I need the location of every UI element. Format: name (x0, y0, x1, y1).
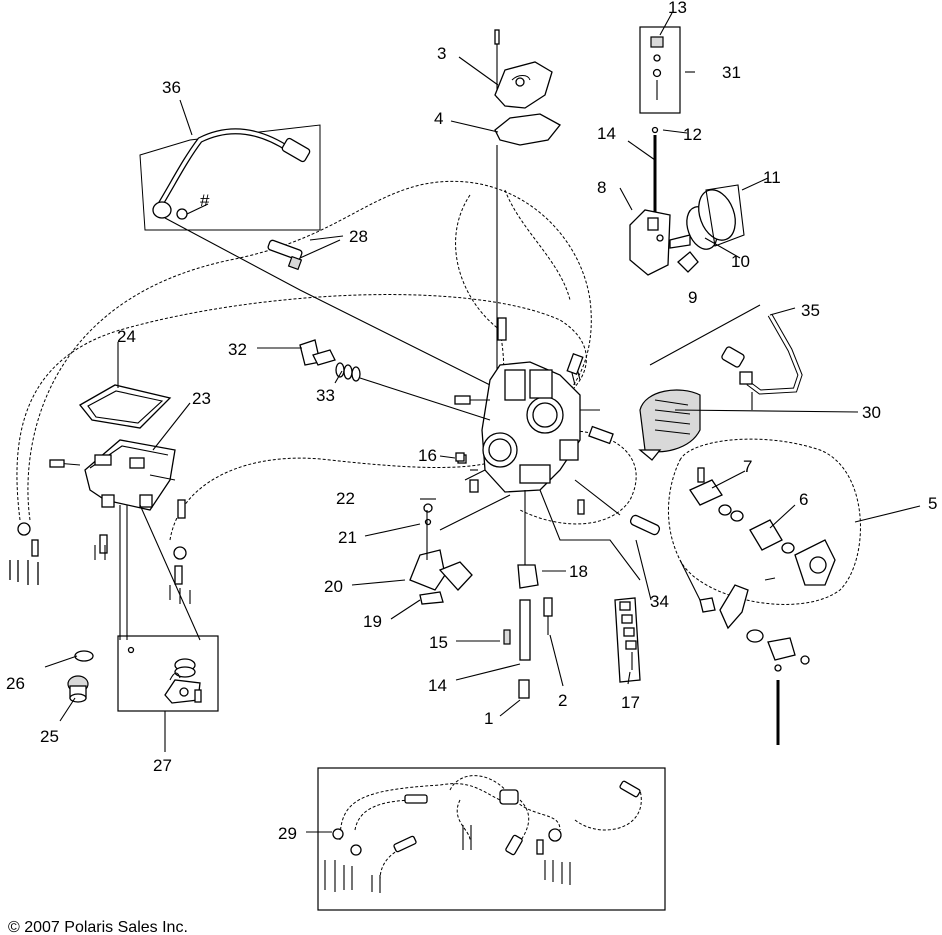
callout-labels: 3 4 36 # 28 24 23 32 33 16 22 21 20 19 1… (6, 0, 937, 843)
callout-26: 26 (6, 674, 25, 693)
callout-28: 28 (349, 227, 368, 246)
callout-13: 13 (668, 0, 687, 17)
hose-kit-29 (317, 767, 666, 911)
callout-15: 15 (429, 633, 448, 652)
throttle-linkage (679, 559, 810, 745)
choke-plunger-19-22 (409, 494, 511, 605)
callout-32: 32 (228, 340, 247, 359)
leader-lines (44, 12, 921, 833)
callout-18: 18 (569, 562, 588, 581)
float-kit-27 (117, 635, 219, 712)
callout-6: 6 (799, 490, 808, 509)
callout-20: 20 (324, 577, 343, 596)
float-bowl-23 (49, 439, 201, 641)
jets-and-needles (457, 454, 553, 699)
callout-5: 5 (928, 494, 937, 513)
callout-31: 31 (722, 63, 741, 82)
callout-35: 35 (801, 301, 820, 320)
callout-14-upper: 14 (597, 124, 616, 143)
callout-29: 29 (278, 824, 297, 843)
accelerator-pump-8 (629, 126, 745, 276)
callout-27: 27 (153, 756, 172, 775)
jet-kit-31 (639, 26, 695, 114)
callout-14-lower: 14 (428, 676, 447, 695)
callout-24: 24 (117, 327, 136, 346)
top-cover-3 (494, 29, 553, 109)
throttle-cover-30 (638, 389, 701, 461)
callout-21: 21 (338, 528, 357, 547)
callout-16: 16 (418, 446, 437, 465)
callout-2: 2 (558, 691, 567, 710)
pilot-screw-32-33 (299, 339, 491, 421)
drain-plug-oring-26-25 (67, 650, 94, 703)
callout-7: 7 (743, 457, 752, 476)
float-bowl-gasket-24 (79, 384, 172, 429)
copyright-notice: © 2007 Polaris Sales Inc. (8, 919, 188, 935)
callout-10: 10 (731, 252, 750, 271)
vent-hose-assembly-36 (139, 124, 501, 391)
callout-11: 11 (763, 168, 781, 187)
diaphragm-gasket-4 (494, 113, 561, 380)
callout-9: 9 (688, 288, 697, 307)
small-fasteners-left (9, 499, 191, 604)
misc-screws-16-17-34 (455, 452, 661, 683)
callout-30: 30 (862, 403, 881, 422)
callout-23: 23 (192, 389, 211, 408)
callout-12: 12 (683, 125, 702, 144)
callout-3: 3 (437, 44, 446, 63)
callout-17: 17 (621, 693, 640, 712)
throttle-pulley-assy-5 (689, 467, 836, 586)
callout-33: 33 (316, 386, 335, 405)
callout-8: 8 (597, 178, 606, 197)
callout-36: 36 (162, 78, 181, 97)
callout-22: 22 (336, 489, 355, 508)
callout-19: 19 (363, 612, 382, 631)
callout-34: 34 (650, 592, 669, 611)
callout-1: 1 (484, 709, 493, 728)
throttle-cable-35 (649, 304, 803, 410)
carburetor-body (454, 317, 614, 493)
callout-25: 25 (40, 727, 59, 746)
callout-hash: # (200, 191, 210, 210)
fitting-28 (267, 239, 341, 271)
callout-4: 4 (434, 109, 443, 128)
